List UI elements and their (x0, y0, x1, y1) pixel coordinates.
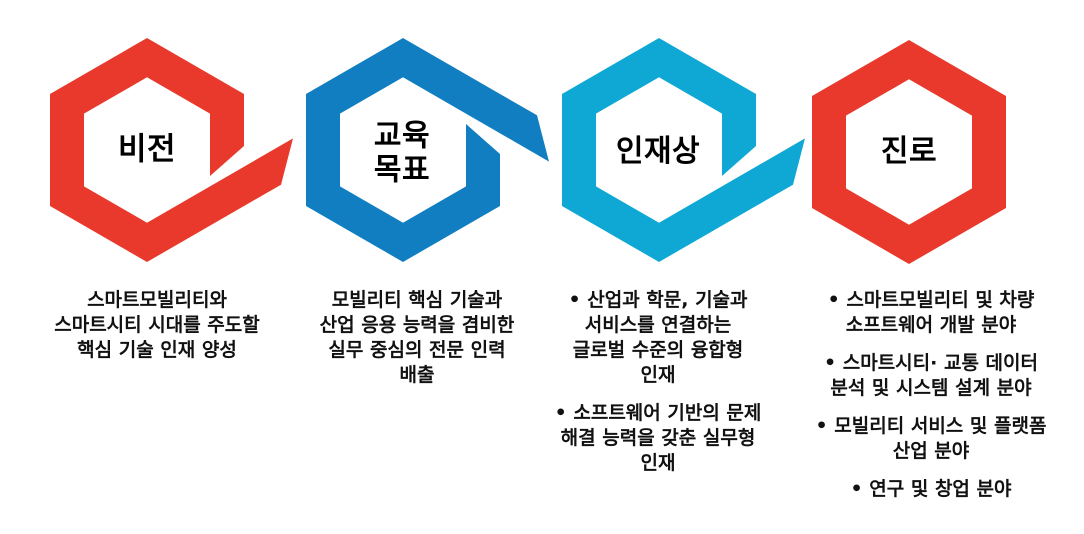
career-item-1: • 스마트모빌리티 및 차량 소프트웨어 개발 분야 (827, 289, 1035, 336)
career-paths-list: • 스마트모빌리티 및 차량 소프트웨어 개발 분야 • 스마트시티· 교통 데… (800, 288, 1062, 502)
education-goals-description: 모빌리티 핵심 기술과 산업 응용 능력을 겸비한 실무 중심의 전문 인력 배… (297, 288, 537, 388)
career-item-4: • 연구 및 창업 분야 (850, 478, 1012, 500)
hexagon-shape-education-goals (306, 38, 549, 262)
hexagon-label-vision: 비전 (117, 131, 177, 168)
hexagon-shape-talent-profile (562, 38, 805, 262)
hexagon-shape-career (812, 40, 1006, 264)
hexagon-chain-graphic (50, 38, 1006, 264)
talent-item-2: • 소프트웨어 기반의 문제 해결 능력을 갖춘 실무형 인재 (554, 402, 762, 474)
talent-item-1: • 산업과 학문, 기술과 서비스를 연결하는 글로벌 수준의 융합형 인재 (568, 289, 748, 386)
vision-text: 스마트모빌리티와 스마트시티 시대를 주도할 핵심 기술 인재 양성 (54, 289, 260, 361)
career-item-2: • 스마트시티· 교통 데이터 분석 및 시스템 설계 분야 (823, 352, 1038, 399)
career-item-3: • 모빌리티 서비스 및 플랫폼 산업 분야 (815, 415, 1047, 462)
hexagon-label-education-goals: 교육 목표 (373, 118, 431, 187)
hexagon-label-talent-profile: 인재상 (615, 134, 701, 170)
education-goals-text: 모빌리티 핵심 기술과 산업 응용 능력을 겸비한 실무 중심의 전문 인력 배… (319, 289, 515, 386)
hexagon-label-career: 진로 (880, 134, 938, 170)
talent-profile-list: • 산업과 학문, 기술과 서비스를 연결하는 글로벌 수준의 융합형 인재 •… (543, 288, 773, 476)
hexagon-shape-vision (50, 38, 293, 262)
vision-description: 스마트모빌리티와 스마트시티 시대를 주도할 핵심 기술 인재 양성 (32, 288, 282, 363)
